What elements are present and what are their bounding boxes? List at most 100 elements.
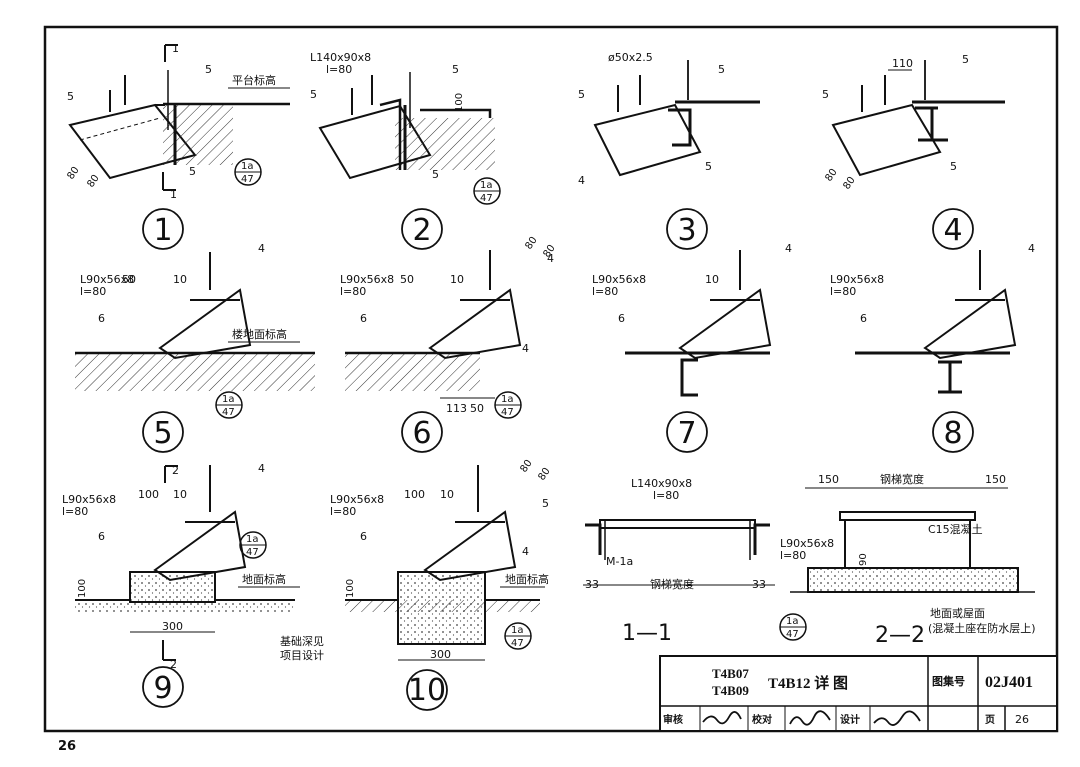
d8-profile: L90x56x8 [830, 273, 884, 286]
d1-dim-a: 80 [65, 165, 81, 182]
d9-ref-symbol: 1a 47 [239, 531, 267, 559]
detail-10: L90x56x8 l=80 100 10 6 4 80 80 地面标高 100 … [280, 458, 553, 711]
d9-dim-c: 100 [77, 579, 88, 598]
d1-weld-b: 5 [67, 90, 74, 103]
s2-dim-c: 90 [858, 553, 869, 566]
d2-dim: 100 [454, 93, 465, 112]
d5-level: 楼地面标高 [232, 327, 287, 341]
d3-weld-b: 5 [578, 88, 585, 101]
d10-length: l=80 [330, 505, 356, 518]
detail-6-number: 6 [401, 411, 443, 453]
d6-weld-c: 4 [547, 252, 554, 265]
d9-dim-b: 10 [173, 488, 187, 501]
d7-weld-a: 6 [618, 312, 625, 325]
d5-dim-a: 50 [122, 273, 136, 286]
svg-text:47: 47 [511, 638, 524, 649]
detail-10-number: 10 [406, 669, 448, 711]
d4-dim-a: 80 [823, 167, 839, 184]
d6-dim-e: 113 [446, 402, 467, 415]
tb-page-label: 页 [985, 714, 995, 726]
d9-level: 地面标高 [242, 572, 286, 586]
svg-text:47: 47 [246, 547, 259, 558]
d2-weld-a: 5 [452, 63, 459, 76]
s2-note-2: (混凝土座在防水层上) [928, 621, 1036, 635]
s1-profile: L140x90x8 [631, 477, 692, 490]
s2-profile: L90x56x8 [780, 537, 834, 550]
d10-dim-e: 80 [518, 458, 534, 475]
d10-dim-f: 80 [536, 466, 552, 483]
svg-text:3: 3 [677, 213, 696, 248]
d2-profile: L140x90x8 [310, 51, 371, 64]
d6-dim-c: 80 [523, 235, 539, 252]
svg-text:1a: 1a [480, 180, 493, 191]
section-2-2: 150 钢梯宽度 150 C15混凝土 L90x56x8 l=80 90 地面或… [779, 472, 1036, 648]
d5-weld-a: 6 [98, 312, 105, 325]
d6-length: l=80 [340, 285, 366, 298]
d10-dim-a: 100 [404, 488, 425, 501]
d3-weld-d: 4 [578, 174, 585, 187]
svg-text:8: 8 [943, 416, 962, 451]
d6-dim-f: 50 [470, 402, 484, 415]
s2-ref-symbol: 1a 47 [779, 613, 807, 641]
d10-weld-a: 6 [360, 530, 367, 543]
s1-dim-a: 33 [585, 578, 599, 591]
svg-text:1: 1 [153, 213, 172, 248]
tb-design-signature [873, 710, 921, 726]
s2-note-1: 地面或屋面 [930, 607, 985, 620]
svg-text:7: 7 [677, 416, 696, 451]
s1-anchor: M-1a [606, 555, 633, 568]
svg-text:1a: 1a [222, 394, 235, 405]
svg-text:47: 47 [222, 407, 235, 418]
tb-review-signature [702, 711, 742, 725]
svg-text:1a: 1a [501, 394, 514, 405]
d7-length: l=80 [592, 285, 618, 298]
d4-weld-b: 5 [822, 88, 829, 101]
d4-dim-b: 80 [841, 175, 857, 192]
s1-dim-b: 33 [752, 578, 766, 591]
detail-1: 1 1 5 5 5 平台标高 80 80 1a 47 1 [65, 42, 290, 250]
d5-length: l=80 [80, 285, 106, 298]
detail-3: ø50x2.5 5 5 5 4 3 [578, 51, 760, 250]
d1-weld-c: 5 [189, 165, 196, 178]
d10-dim-d: 300 [430, 648, 451, 661]
d1-ref-symbol: 1a 47 [234, 158, 262, 186]
d6-dim-d: 80 [541, 243, 557, 260]
d1-section-bottom: 1 [170, 188, 177, 201]
d9-dim-a: 100 [138, 488, 159, 501]
d10-weld-b: 4 [522, 545, 529, 558]
d10-ref-symbol: 1a 47 [504, 622, 532, 650]
svg-text:5: 5 [153, 416, 172, 451]
s2-dim-b: 150 [985, 473, 1006, 486]
detail-1-number: 1 [142, 208, 184, 250]
d7-profile: L90x56x8 [592, 273, 646, 286]
d9-weld-a: 6 [98, 530, 105, 543]
d6-profile: L90x56x8 [340, 273, 394, 286]
detail-8-number: 8 [932, 411, 974, 453]
svg-text:9: 9 [153, 671, 172, 706]
tb-review-label: 审核 [663, 713, 683, 726]
s1-title: 1—1 [622, 621, 672, 646]
d10-dim-b: 10 [440, 488, 454, 501]
svg-text:1a: 1a [511, 625, 524, 636]
tb-code-1: T4B07 [712, 666, 749, 681]
d10-dim-c: 100 [345, 579, 356, 598]
detail-5-number: 5 [142, 411, 184, 453]
tb-atlas-label: 图集号 [932, 674, 965, 688]
d1-weld-a: 5 [205, 63, 212, 76]
d10-level: 地面标高 [505, 572, 549, 586]
d10-note-1: 基础深见 [280, 635, 324, 648]
tb-page-no: 26 [1015, 713, 1029, 726]
frame-border [43, 25, 1059, 733]
detail-9: 2 2 L90x56x8 l=80 100 10 6 4 地面标高 100 30… [62, 462, 300, 708]
d1-dim-b: 80 [85, 173, 101, 190]
detail-9-number: 9 [142, 666, 184, 708]
d10-profile: L90x56x8 [330, 493, 384, 506]
svg-text:6: 6 [412, 416, 431, 451]
d9-weld-b: 4 [258, 462, 265, 475]
d6-weld-b: 4 [522, 342, 529, 355]
d6-dim-b: 10 [450, 273, 464, 286]
d8-length: l=80 [830, 285, 856, 298]
d3-weld-a: 5 [718, 63, 725, 76]
d2-length: l=80 [326, 63, 352, 76]
svg-text:47: 47 [480, 193, 493, 204]
